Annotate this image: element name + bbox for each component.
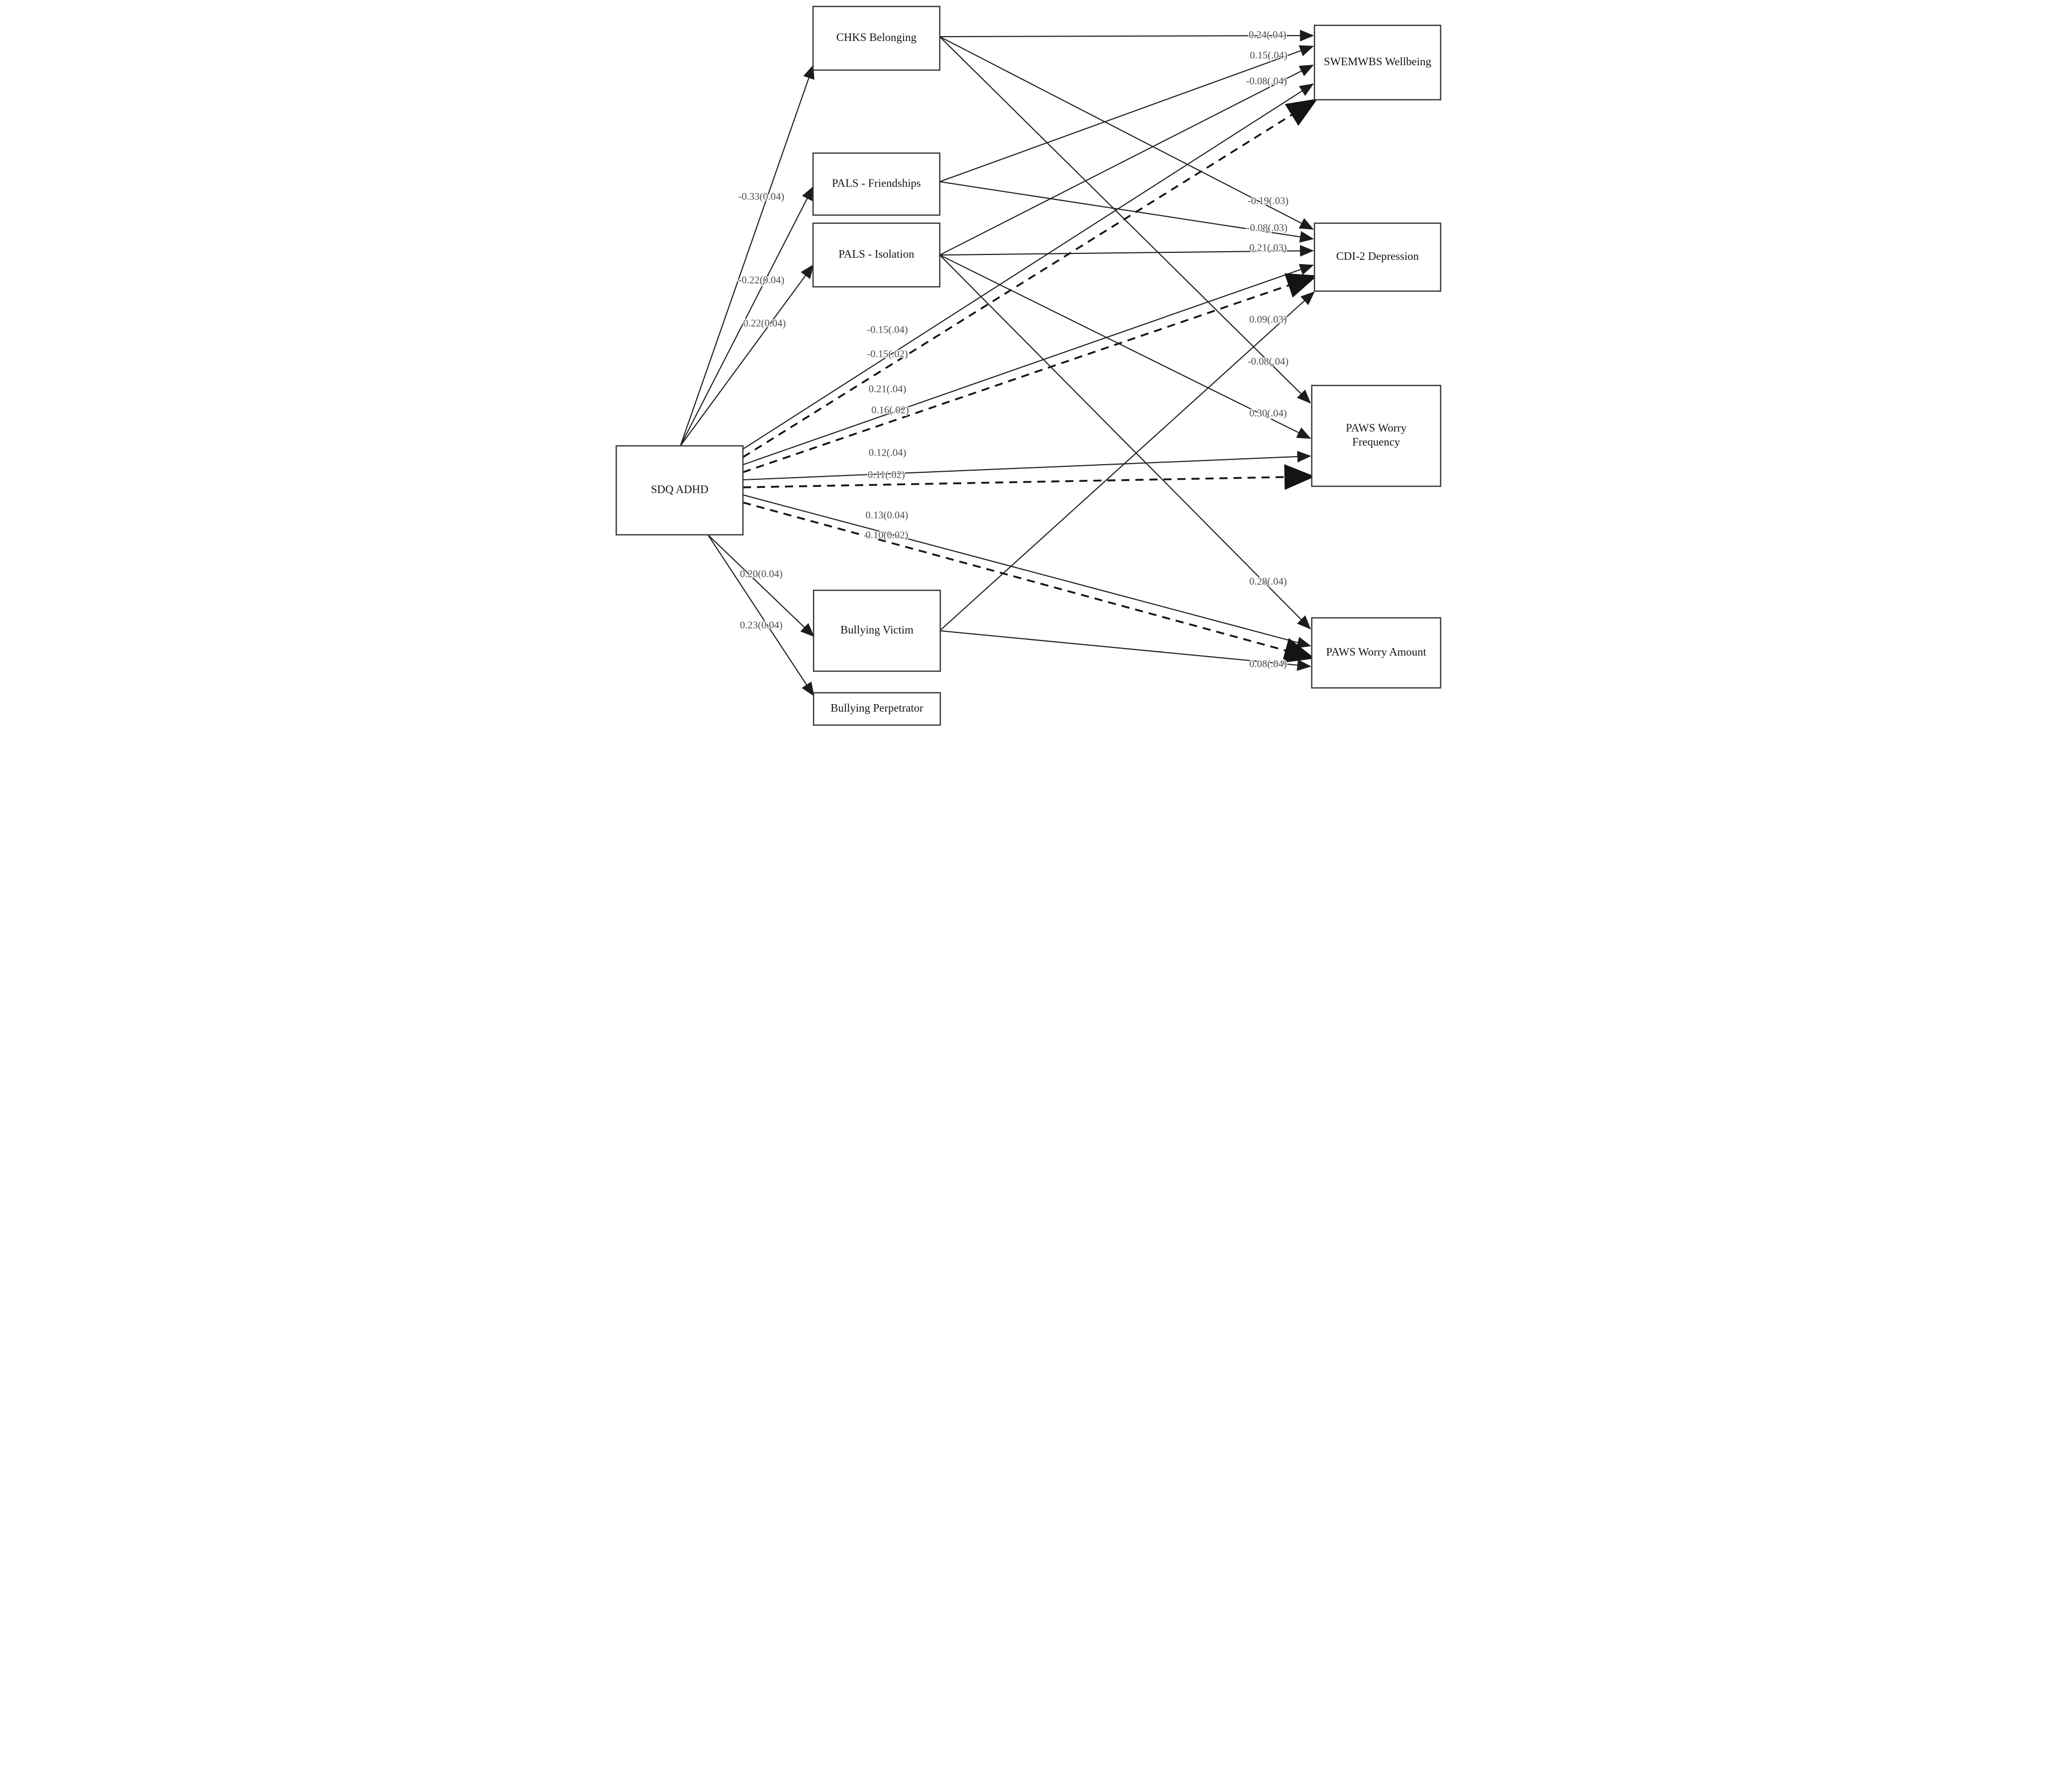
node-box-sdq (615, 445, 744, 536)
edge-label-palsi-to-cdi: 0.21(.03) (1249, 242, 1287, 253)
edge-chks-to-pawswf (939, 36, 1311, 404)
edge-palsf-to-swemwbs (939, 45, 1314, 182)
edge-label-sdq-to-palsi: 0.22(0.04) (743, 318, 786, 329)
node-swemwbs: SWEMWBS Wellbeing (1313, 24, 1442, 101)
node-box-pawswf (1311, 384, 1442, 487)
edge-label-sdq-to-swemwbs-dashed: -0.15(.02) (867, 348, 908, 360)
edge-sdq-to-palsf (680, 186, 814, 446)
node-label-bp: Bullying Perpetrator (830, 701, 923, 714)
node-palsf: PALS - Friendships (812, 152, 941, 216)
node-box-bp (812, 692, 941, 726)
node-label-palsf: PALS - Friendships (832, 176, 921, 189)
edge-label-sdq-to-pawswf-dashed: 0.11(.02) (868, 469, 905, 480)
edge-palsi-to-swemwbs (939, 65, 1314, 256)
edge-sdq-to-chks (680, 64, 815, 446)
edge-label-sdq-to-swemwbs: -0.15(.04) (867, 324, 908, 335)
node-label-chks: CHKS Belonging (836, 31, 917, 44)
node-palsi: PALS - Isolation (812, 222, 941, 288)
node-label-palsi: PALS - Isolation (838, 247, 914, 260)
node-sdq: SDQ ADHD (615, 445, 744, 536)
edge-label-palsi-to-pawswa: 0.28(.04) (1249, 576, 1287, 587)
edge-palsi-to-pawswa (939, 254, 1311, 630)
edge-label-chks-to-pawswf: -0.08(.04) (1248, 356, 1289, 367)
edge-bv-to-pawswa (939, 630, 1312, 671)
edge-labels-layer: -0.33(0.04) -0.22(0.04) 0.22(0.04) 0.20(0.0… (738, 29, 1290, 671)
node-box-swemwbs (1313, 24, 1442, 101)
edge-sdq-to-pawswf (742, 451, 1312, 480)
edge-label-chks-to-cdi: -0.19(.03) (1248, 195, 1289, 206)
node-label-pawswa: PAWS Worry Amount (1326, 645, 1427, 658)
edge-label-palsi-to-swemwbs: -0.08(.04) (1246, 75, 1287, 87)
node-box-palsi (812, 222, 941, 288)
edge-label-palsf-to-swemwbs: 0.15(.04) (1250, 50, 1287, 61)
node-bp: Bullying Perpetrator (812, 692, 941, 726)
edge-label-bv-to-pawswa: 0.08(.04) (1249, 658, 1287, 670)
edge-chks-to-cdi (939, 36, 1314, 230)
node-box-palsf (812, 152, 941, 216)
edge-label-sdq-to-chks: -0.33(0.04) (738, 191, 784, 202)
edges-layer (680, 30, 1318, 697)
node-box-chks (812, 5, 941, 71)
edge-palsi-to-pawswf (939, 254, 1311, 439)
edge-sdq-to-palsi (680, 264, 814, 446)
edge-sdq-to-bv (707, 534, 815, 637)
node-box-bv (812, 589, 941, 672)
edge-sdq-to-cdi (742, 264, 1314, 465)
edge-sdq-to-pawswa (742, 494, 1312, 649)
node-label-sdq: SDQ ADHD (651, 483, 708, 495)
edge-palsf-to-cdi (939, 181, 1314, 243)
node-label-bv: Bullying Victim (841, 623, 913, 636)
edge-label-sdq-to-cdi: 0.21(.04) (869, 383, 906, 395)
node-chks: CHKS Belonging (812, 5, 941, 71)
edge-sdq-to-bp (707, 534, 815, 697)
edge-label-sdq-to-bp: 0.23(0.04) (740, 619, 782, 631)
edge-label-sdq-to-pawswa: 0.13(0.04) (865, 509, 908, 521)
edge-label-chks-to-swemwbs: 0.24(.04) (1249, 29, 1286, 40)
node-box-cdi (1313, 222, 1442, 292)
node-pawswa: PAWS Worry Amount (1311, 617, 1442, 689)
edge-palsi-to-cdi (939, 245, 1314, 257)
edge-chks-to-swemwbs (939, 30, 1314, 42)
node-label-swemwbs: SWEMWBS Wellbeing (1324, 55, 1431, 68)
edge-label-sdq-to-pawswf: 0.12(.04) (869, 447, 906, 458)
edge-label-palsf-to-cdi: -0.08(.03) (1247, 222, 1287, 233)
node-bv: Bullying Victim (812, 589, 941, 672)
edge-label-palsi-to-pawswf: 0.30(.04) (1249, 408, 1287, 419)
edge-label-sdq-to-cdi-dashed: 0.16(.02) (871, 404, 909, 416)
node-label-cdi: CDI-2 Depression (1336, 250, 1419, 263)
edge-sdq-to-swemwbs (742, 83, 1314, 450)
edge-sdq-to-cdi-dashed (742, 273, 1318, 473)
edge-sdq-to-pawswf-dashed (742, 464, 1316, 490)
edge-bv-to-cdi (939, 291, 1315, 631)
node-cdi: CDI-2 Depression (1313, 222, 1442, 292)
edge-label-bv-to-cdi: 0.09(.03) (1249, 314, 1287, 325)
node-box-pawswa (1311, 617, 1442, 689)
edge-label-sdq-to-pawswa-dashed: 0.10(0.02) (865, 529, 908, 541)
edge-label-sdq-to-palsf: -0.22(0.04) (738, 274, 784, 286)
edge-label-sdq-to-bv: 0.20(0.04) (740, 568, 782, 580)
